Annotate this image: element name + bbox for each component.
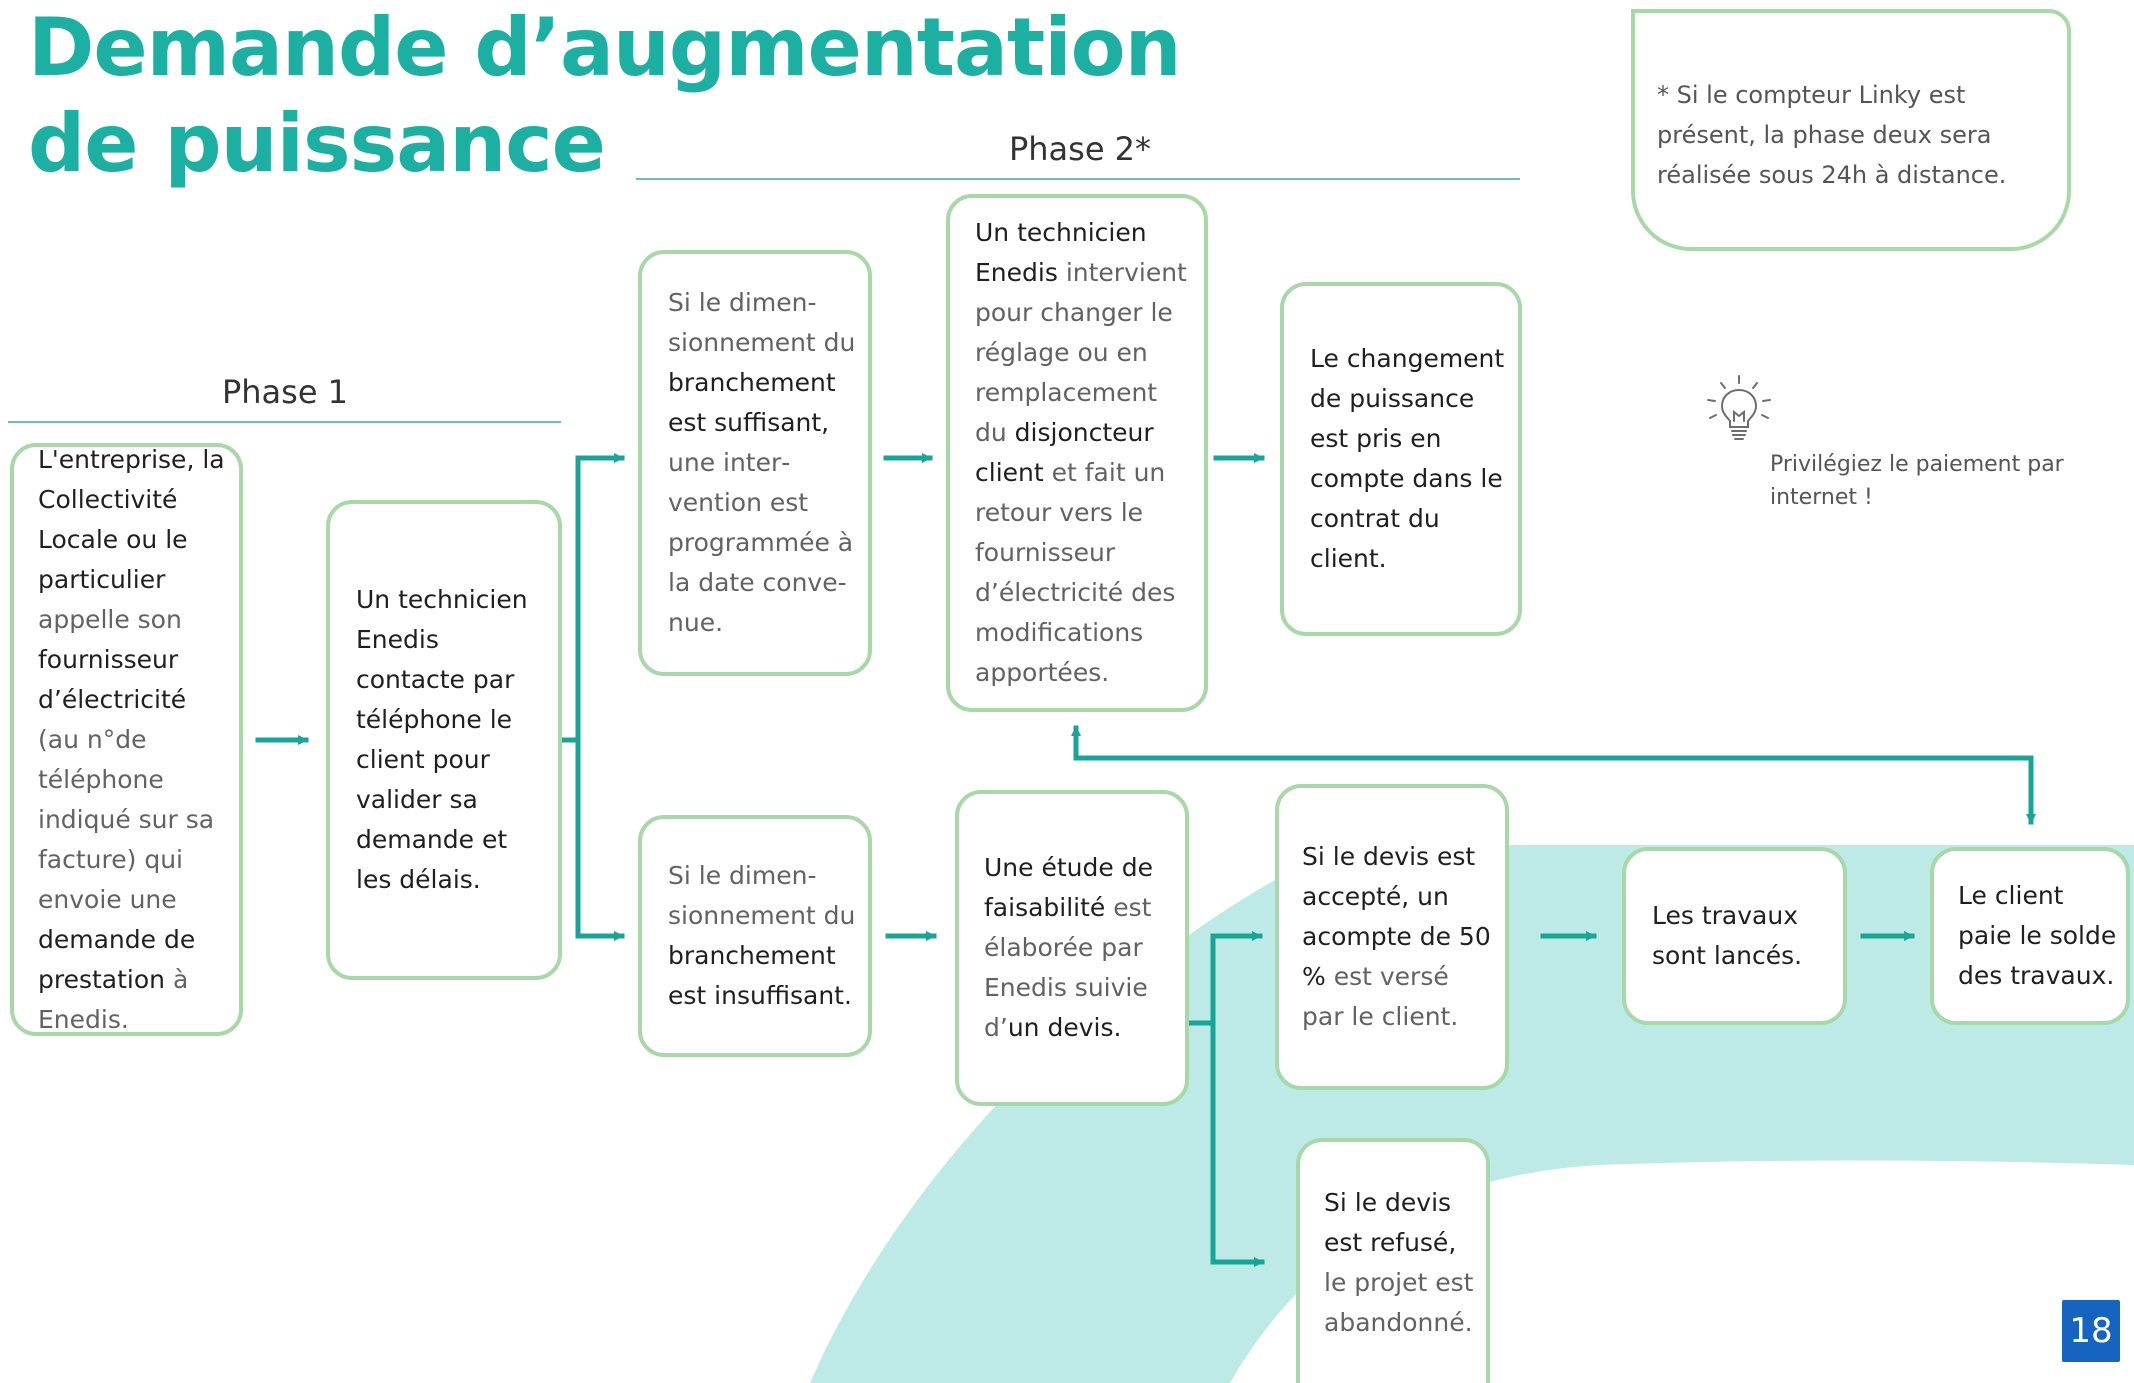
step-client-call-text: L'entreprise, la Collectivité Locale ou … xyxy=(38,444,225,1034)
title-line-1: Demande d’augmentation xyxy=(28,1,1182,94)
step-power-change: Le changement de puissance est pris en c… xyxy=(1280,282,1522,636)
phase-1-rule xyxy=(8,421,561,423)
tip-text: Privilégiez le paiement par internet ! xyxy=(1770,452,2064,510)
step-client-pays: Le client paie le solde des travaux. xyxy=(1930,847,2130,1025)
step-sizing-insufficient: Si le dimen­sionnement du branchement es… xyxy=(638,815,872,1057)
phase-2-label: Phase 2* xyxy=(1008,130,1152,168)
linky-note-box: * Si le compteur Linky est présent, la p… xyxy=(1631,9,2071,251)
lightbulb-icon xyxy=(1707,375,1771,440)
page-number-badge: 18 xyxy=(2062,1300,2120,1362)
title-line-2: de puissance xyxy=(28,97,606,190)
step-technician-intervention-text: Un technicien Enedis intervient pour cha… xyxy=(975,218,1187,687)
step-works-launched: Les travaux sont lancés. xyxy=(1622,847,1847,1025)
step-client-pays-text: Le client paie le solde des travaux. xyxy=(1958,881,2117,990)
step-sizing-sufficient: Si le dimen­sionnement du branchement es… xyxy=(638,250,872,676)
step-feasibility-study-text: Une étude de faisabilité est élaborée pa… xyxy=(984,853,1153,1042)
step-power-change-text: Le changement de puissance est pris en c… xyxy=(1310,344,1505,573)
step-sizing-insufficient-text: Si le dimen­sionnement du branchement es… xyxy=(668,861,856,1010)
step-quote-accepted-text: Si le devis est accepté, un acompte de 5… xyxy=(1302,842,1491,1031)
step-technician-contact: Un technicien Enedis contacte par téléph… xyxy=(326,500,562,980)
step-client-call: L'entreprise, la Collectivité Locale ou … xyxy=(10,443,243,1036)
step-works-launched-text: Les travaux sont lancés. xyxy=(1652,901,1803,970)
step-feasibility-study: Une étude de faisabilité est élaborée pa… xyxy=(955,790,1189,1106)
phase-2-rule xyxy=(636,178,1520,180)
step-technician-contact-text: Un technicien Enedis contacte par téléph… xyxy=(356,585,528,894)
phase-1-label: Phase 1 xyxy=(221,373,349,411)
step-quote-refused-text: Si le devis est refusé, le projet est ab… xyxy=(1324,1187,1474,1337)
page-title: Demande d’augmentation de puissance xyxy=(28,0,1182,192)
step-quote-refused: Si le devis est refusé, le projet est ab… xyxy=(1296,1138,1490,1383)
step-technician-intervention: Un technicien Enedis intervient pour cha… xyxy=(946,194,1208,712)
step-sizing-sufficient-text: Si le dimen­sionnement du branchement es… xyxy=(668,288,856,637)
step-quote-accepted: Si le devis est accepté, un acompte de 5… xyxy=(1275,784,1509,1090)
linky-note-text: * Si le compteur Linky est présent, la p… xyxy=(1657,81,2007,189)
